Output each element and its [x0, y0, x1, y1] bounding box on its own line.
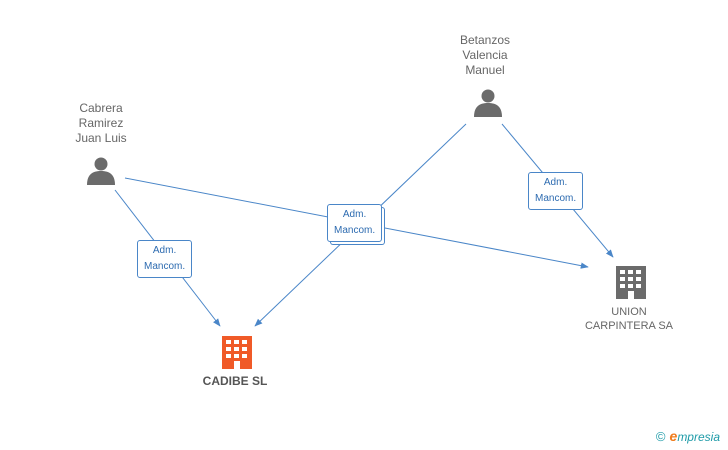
person-icon[interactable] — [87, 157, 115, 186]
person-name-cabrera[interactable]: Cabrera Ramirez Juan Luis — [75, 101, 127, 145]
company-name-union[interactable]: UNION CARPINTERA SA — [584, 306, 674, 332]
company-name-cadibe[interactable]: CADIBE SL — [202, 374, 268, 388]
person-name-betanzos[interactable]: Betanzos Valencia Manuel — [459, 33, 511, 77]
brand-logo: empresia — [669, 428, 720, 444]
building-icon[interactable] — [616, 266, 646, 299]
brand-footer: © empresia — [656, 428, 720, 444]
copyright-icon: © — [655, 428, 666, 444]
building-icon[interactable] — [222, 336, 252, 369]
relation-label-cabrera-cadibe[interactable]: Adm. Mancom. — [137, 240, 193, 278]
relation-label-shared[interactable]: Adm. Mancom. — [327, 204, 383, 242]
relation-label-betanzos-union[interactable]: Adm. Mancom. — [528, 172, 584, 210]
person-icon[interactable] — [474, 89, 502, 118]
